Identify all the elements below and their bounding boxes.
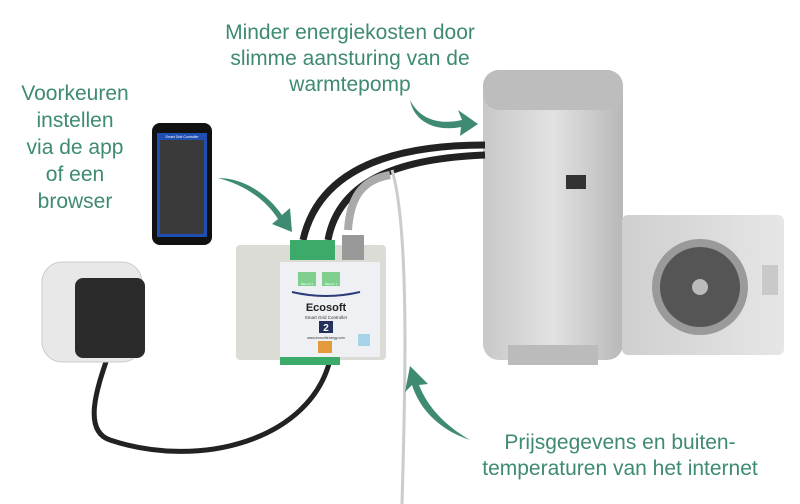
relay2-label: RELAY 2	[301, 282, 313, 286]
power-plug	[41, 261, 145, 363]
arrow-from-internet-icon	[405, 366, 470, 440]
smart-grid-controller: RELAY 2 RELAY 1 Ecosoft Smart Grid Contr…	[236, 235, 386, 365]
arrow-to-heatpump-icon	[410, 100, 478, 136]
caption-internet-data: Prijsgegevens en buiten- temperaturen va…	[440, 430, 800, 482]
caption-line: warmtepomp	[289, 73, 411, 96]
caption-line: browser	[37, 190, 113, 213]
caption-line: Minder energiekosten door	[225, 21, 475, 44]
controller-subtitle: Smart Grid Controller	[305, 315, 348, 320]
caption-line: via de app	[26, 136, 124, 159]
heat-pump-tank	[483, 70, 623, 365]
cables	[91, 141, 486, 504]
caption-preferences: Voorkeuren instellen via de app of een b…	[0, 80, 150, 215]
caption-line: instellen	[36, 109, 114, 132]
controller-model: 2	[323, 323, 329, 334]
arrows	[218, 100, 478, 440]
caption-line: Prijsgegevens en buiten-	[504, 431, 736, 454]
caption-line: temperaturen van het internet	[482, 457, 758, 480]
caption-line: Voorkeuren	[21, 82, 129, 105]
arrow-to-controller-icon	[218, 178, 292, 232]
controller-brand: Ecosoft	[306, 302, 347, 314]
caption-energy-savings: Minder energiekosten door slimme aanstur…	[200, 20, 500, 98]
phone-app-title: Smart Grid Controller	[165, 135, 199, 139]
outdoor-unit	[622, 215, 784, 355]
controller-url: www.ecosoftenergy.com	[307, 336, 345, 340]
caption-line: of een	[45, 163, 105, 186]
caption-line: slimme aansturing van de	[230, 47, 470, 70]
relay1-label: RELAY 1	[325, 282, 337, 286]
smartphone: Smart Grid Controller	[152, 123, 212, 245]
